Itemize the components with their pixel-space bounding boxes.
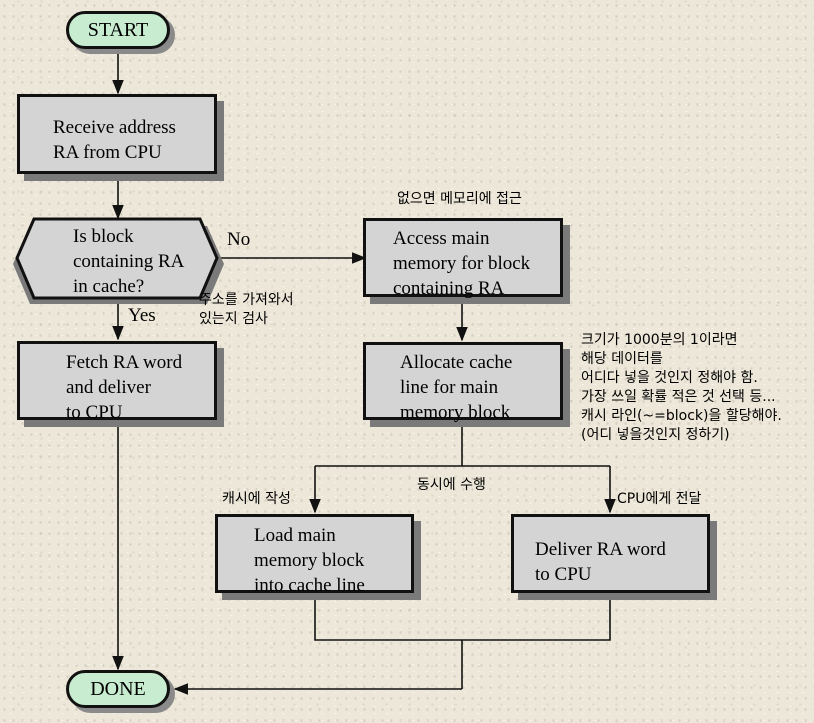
yes-label: Yes [128,305,156,326]
allocate-note: 크기가 1000분의 1이라면 해당 데이터를 어디다 넣을 것인지 정해야 함… [581,332,782,443]
deliver-ra-word-box: Deliver RA word to CPU [511,514,710,593]
decision-note: 주소를 가져와서 있는지 검사 [199,292,294,327]
cpu-deliver-note: CPU에게 전달 [617,491,702,507]
no-label: No [227,229,251,250]
done-terminal: DONE [66,670,170,708]
allocate-cache-line-box: Allocate cache line for main memory bloc… [363,342,563,423]
connector-load-join [314,593,611,641]
decision-text: Is block containing RA in cache? [73,226,185,297]
fetch-ra-word-box: Fetch RA word and deliver to CPU [17,341,217,423]
cache-write-note: 캐시에 작성 [222,491,291,507]
done-label: DONE [90,677,146,700]
decision-shape [15,217,219,300]
parallel-note: 동시에 수행 [417,477,486,493]
access-main-memory-box: Access main memory for block containing … [363,218,563,299]
start-terminal: START [66,11,170,49]
access-note: 없으면 메모리에 접근 [397,191,522,207]
receive-address-box: Receive address RA from CPU [17,94,217,174]
start-label: START [87,18,149,41]
load-memory-block-box: Load main memory block into cache line [215,514,414,596]
